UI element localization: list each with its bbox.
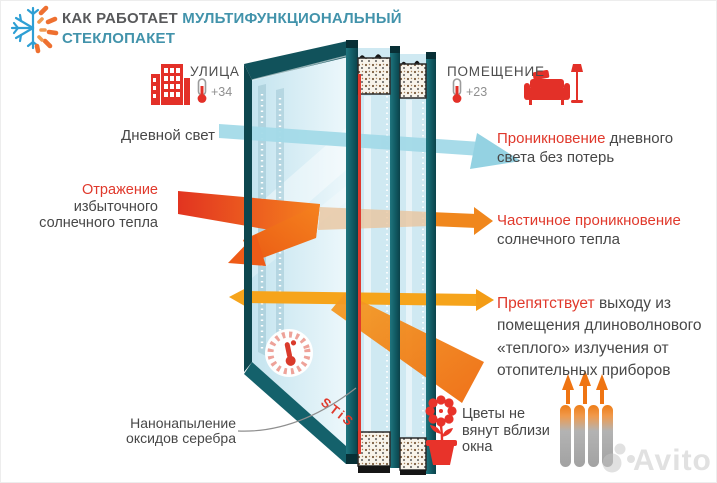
avito-logo-icon (602, 443, 635, 473)
penetration-accent: Проникновение (497, 130, 606, 147)
thermometer-icon (451, 78, 463, 104)
window-frame (244, 40, 436, 474)
outside-temperature: +34 (211, 85, 233, 99)
title-prefix: КАК РАБОТАЕТ (62, 10, 178, 27)
inside-label: ПОМЕЩЕНИЕ (447, 64, 545, 79)
coating-leader-line (237, 387, 357, 432)
thermometer-icon (196, 78, 208, 104)
reflection-rest: избыточного солнечного тепла (39, 198, 158, 232)
reflection-accent: Отражение (82, 182, 158, 198)
flower-pot-icon (425, 395, 457, 465)
spacer-bars (357, 54, 427, 475)
watermark-text: Avito (633, 444, 712, 477)
radiator-icon (560, 370, 613, 467)
sofa-lamp-icon (524, 64, 583, 105)
heat-beam-arrow (331, 293, 484, 403)
page-title: КАК РАБОТАЕТ МУЛЬТИФУНКЦИОНАЛЬНЫЙ СТЕКЛО… (62, 9, 424, 49)
quality-stamp (265, 329, 313, 377)
building-icon (151, 64, 190, 105)
barrier-label: Препятствует выходу из помещения длиново… (497, 293, 717, 383)
barrier-rest: выходу из помещения длиноволнового «тепл… (497, 295, 702, 380)
partial-accent: Частичное проникновение (497, 212, 681, 229)
flowers-label: Цветы не вянут вблизи окна (462, 406, 550, 456)
daylight-label: Дневной свет (121, 127, 215, 144)
reflection-label: Отражение избыточного солнечного тепла (16, 182, 158, 232)
penetration-rest: дневного света без потерь (497, 130, 674, 167)
coating-label: Нанонапыление оксидов серебра (126, 415, 236, 447)
title-accent: МУЛЬТИФУНКЦИОНАЛЬНЫЙ СТЕКЛОПАКЕТ (62, 10, 402, 47)
inside-temperature: +23 (466, 85, 488, 99)
penetration-label: Проникновение дневного света без потерь (497, 129, 695, 167)
barrier-accent: Препятствует (497, 295, 595, 312)
partial-rest: солнечного тепла (497, 231, 620, 249)
snowflake-sun-icon (10, 5, 59, 54)
outside-label: УЛИЦА (190, 64, 240, 79)
partial-penetration-label: Частичное проникновение солнечного тепла (497, 211, 711, 249)
